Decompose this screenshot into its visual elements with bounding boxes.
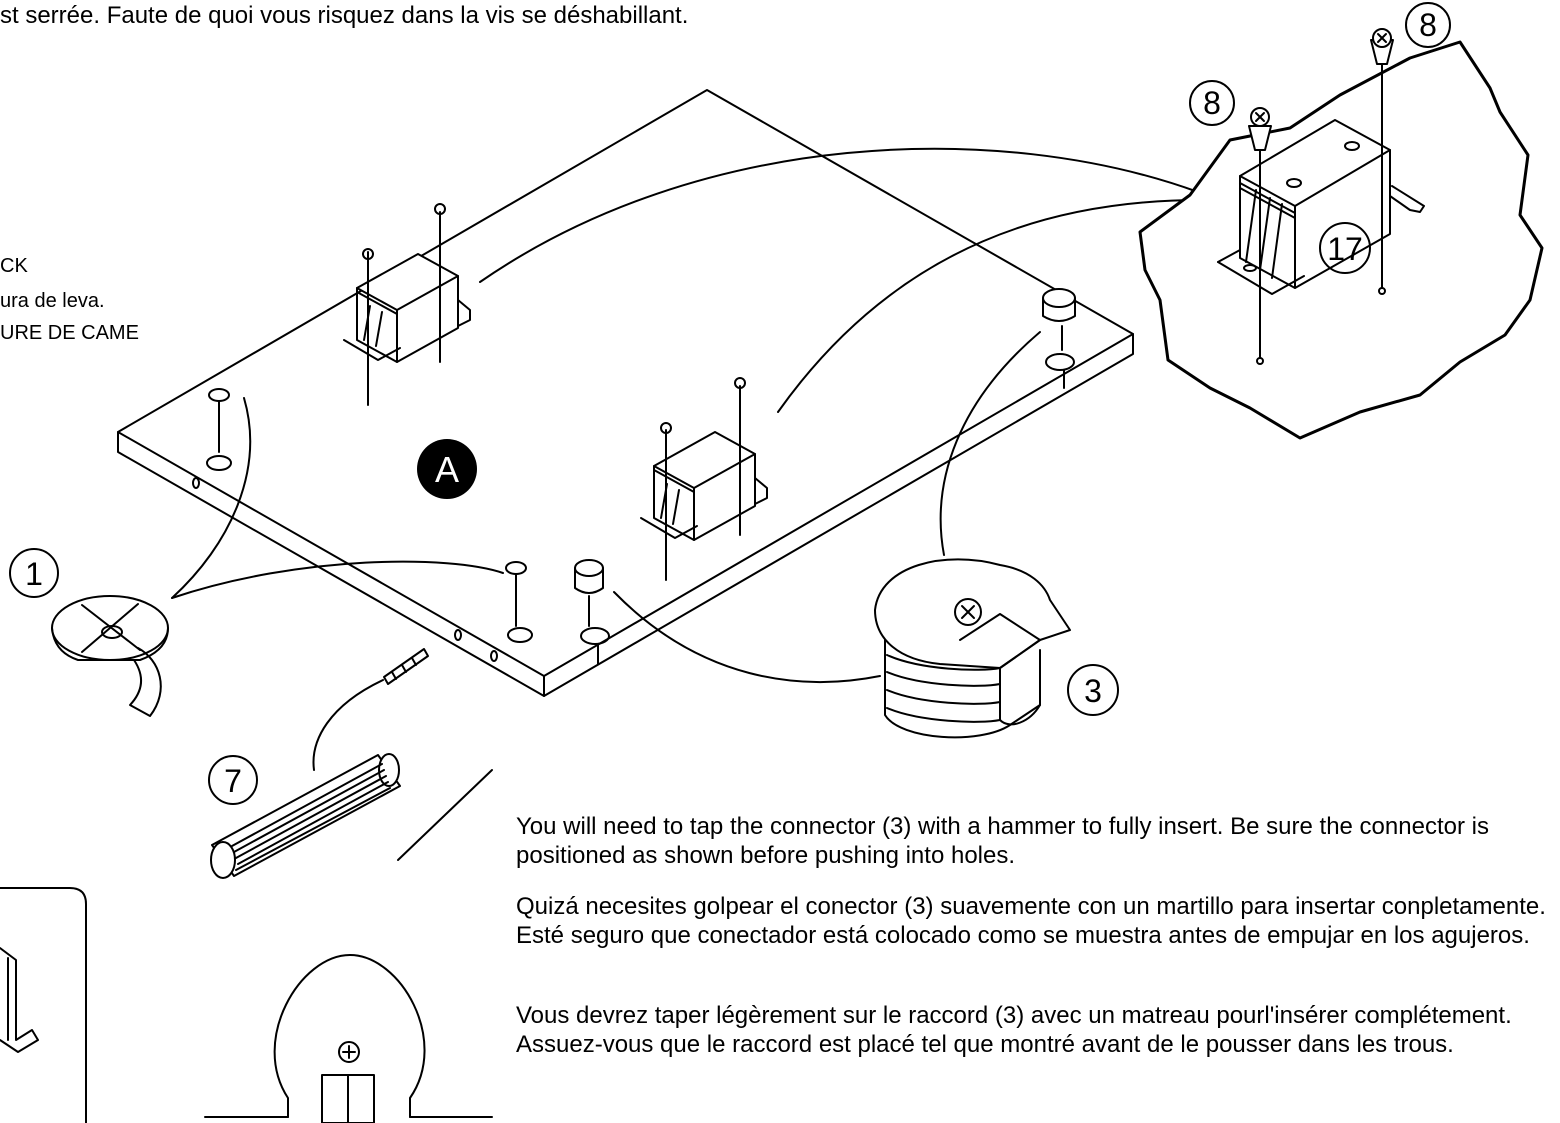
panel-a-badge — [417, 439, 477, 499]
header-text: st serrée. Faute de quoi vous risquez da… — [0, 2, 689, 29]
note-spanish: Quizá necesites golpear el conector (3) … — [516, 893, 1546, 949]
panel-a — [117, 89, 1134, 697]
note-english: You will need to tap the connector (3) w… — [516, 813, 1489, 869]
panel-fittings — [208, 288, 1076, 627]
callout-screw-right-circle — [1405, 2, 1451, 48]
callout-cam-lock: 1 — [25, 556, 43, 592]
callout-screw-right: 8 — [1419, 7, 1437, 43]
cam-lock-detail — [51, 595, 169, 717]
panel-bracket-left — [343, 203, 471, 406]
cam-lock-label-french: URE DE CAME — [0, 322, 139, 344]
bracket-inset — [0, 887, 87, 1123]
dowel-detail — [210, 753, 401, 879]
connector-detail — [874, 558, 1071, 739]
leader-lines — [171, 147, 1203, 861]
zoom-bubble — [1138, 28, 1544, 440]
callout-screw-left-circle — [1189, 80, 1235, 126]
cam-lock-label-spanish: ura de leva. — [0, 290, 105, 312]
callout-bracket: 17 — [1327, 231, 1363, 267]
callout-connector-circle — [1067, 664, 1119, 716]
panel-a-label: A — [435, 449, 459, 490]
panel-dowel — [383, 648, 429, 685]
callout-dowel-circle — [208, 755, 258, 805]
cam-lock-label-english: CK — [0, 255, 28, 277]
callout-cam-lock-circle — [9, 548, 59, 598]
panel-bracket-middle — [640, 377, 768, 581]
note-french: Vous devrez taper légèrement sur le racc… — [516, 1002, 1512, 1058]
callout-bracket-circle — [1319, 222, 1371, 274]
connector-top-view — [204, 954, 493, 1123]
callout-dowel: 7 — [224, 763, 242, 799]
callout-screw-left: 8 — [1203, 85, 1221, 121]
callout-connector: 3 — [1084, 673, 1102, 709]
